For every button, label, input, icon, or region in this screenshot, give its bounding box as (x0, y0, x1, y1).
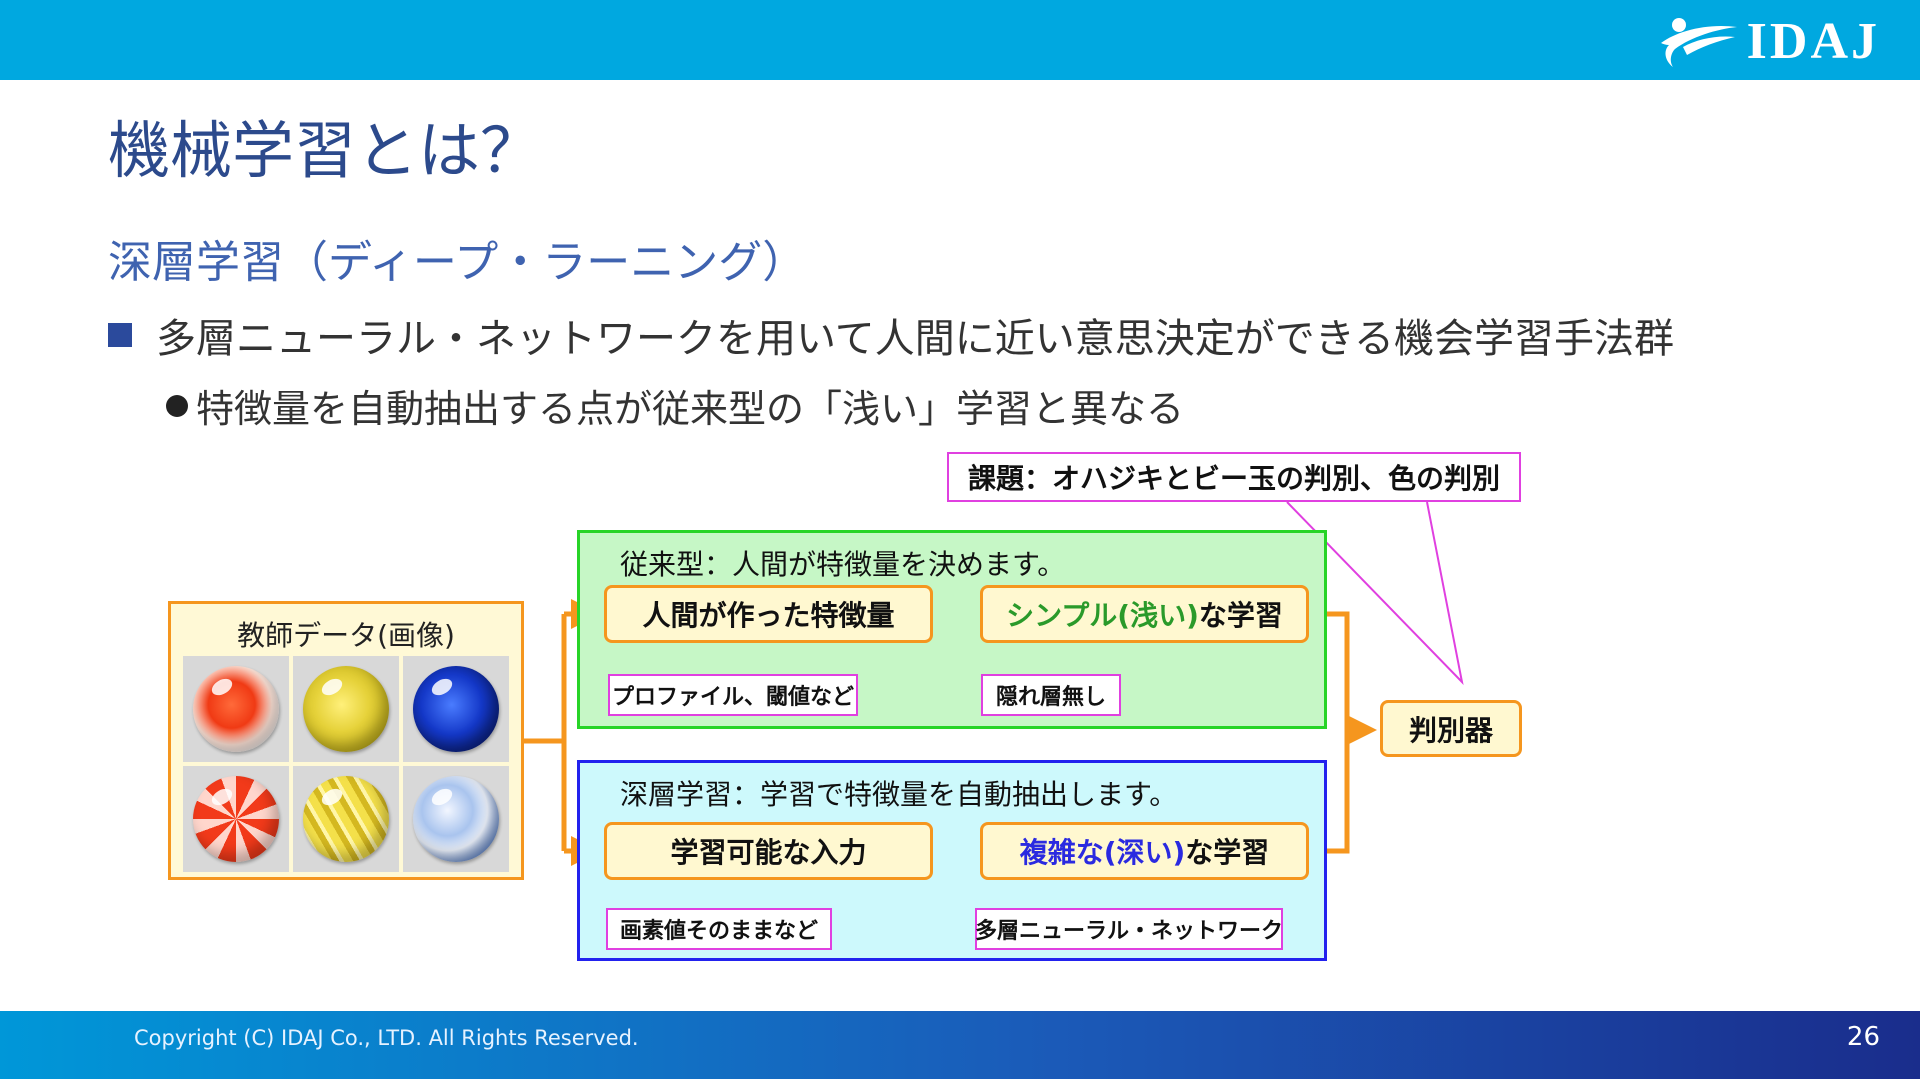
shallow-learning-highlight: シンプル(浅い) (1006, 599, 1199, 632)
square-bullet-icon (108, 323, 132, 347)
logo-text: IDAJ (1746, 12, 1880, 70)
task-callout: 課題：オハジキとビー玉の判別、色の判別 (947, 452, 1521, 502)
image-cell (183, 766, 289, 872)
classifier-box: 判別器 (1380, 700, 1522, 757)
bullet-level1-text: 多層ニューラル・ネットワークを用いて人間に近い意思決定ができる機会学習手法群 (156, 316, 1674, 362)
footer-bar (0, 1011, 1920, 1079)
company-logo: IDAJ (1657, 10, 1880, 72)
bullet-level2-text: 特徴量を自動抽出する点が従来型の「浅い」学習と異なる (196, 387, 1185, 431)
image-cell (403, 766, 509, 872)
page-number: 26 (1846, 1022, 1880, 1052)
yellow-marble-image (303, 666, 389, 752)
human-feature-box: 人間が作った特徴量 (604, 585, 933, 643)
page-title: 機械学習とは？ (108, 114, 543, 187)
note-no-hidden-layer: 隠れ層無し (981, 674, 1121, 716)
deep-learning-label: 深層学習：学習で特徴量を自動抽出します。 (620, 778, 1178, 811)
teacher-data-box: 教師データ(画像) (168, 601, 524, 880)
teacher-data-title: 教師データ(画像) (237, 619, 455, 652)
marble-image-grid (183, 656, 509, 872)
image-cell (183, 656, 289, 762)
shallow-learning-box: シンプル(浅い)な学習 (980, 585, 1309, 643)
image-cell (403, 656, 509, 762)
section-subtitle: 深層学習（ディープ・ラーニング） (108, 237, 807, 288)
blue-ohajiki-image (413, 776, 499, 862)
blue-marble-image (413, 666, 499, 752)
note-raw-pixels: 画素値そのままなど (606, 908, 832, 950)
bullet-level2: 特徴量を自動抽出する点が従来型の「浅い」学習と異なる (166, 378, 1184, 433)
deep-learning-rest: な学習 (1185, 836, 1270, 869)
note-profile-threshold: プロファイル、閾値など (608, 674, 858, 716)
idaj-swoosh-icon (1660, 18, 1737, 68)
learnable-input-box: 学習可能な入力 (604, 822, 933, 880)
note-multilayer-nn: 多層ニューラル・ネットワーク (975, 908, 1283, 950)
deep-learning-highlight: 複雑な(深い) (1019, 836, 1186, 869)
deep-learning-box: 複雑な(深い)な学習 (980, 822, 1309, 880)
yellow-ohajiki-image (303, 776, 389, 862)
red-marble-image (193, 666, 279, 752)
conventional-label: 従来型：人間が特徴量を決めます。 (620, 548, 1066, 581)
callout-pointer-task (1286, 501, 1464, 686)
red-ohajiki-image (193, 776, 279, 862)
bullet-level1: 多層ニューラル・ネットワークを用いて人間に近い意思決定ができる機会学習手法群 (108, 306, 1674, 364)
image-cell (293, 656, 399, 762)
shallow-learning-rest: な学習 (1198, 599, 1283, 632)
image-cell (293, 766, 399, 872)
round-bullet-icon (166, 394, 188, 417)
header-bar: IDAJ (0, 0, 1920, 80)
copyright-text: Copyright (C) IDAJ Co., LTD. All Rights … (134, 1026, 639, 1050)
